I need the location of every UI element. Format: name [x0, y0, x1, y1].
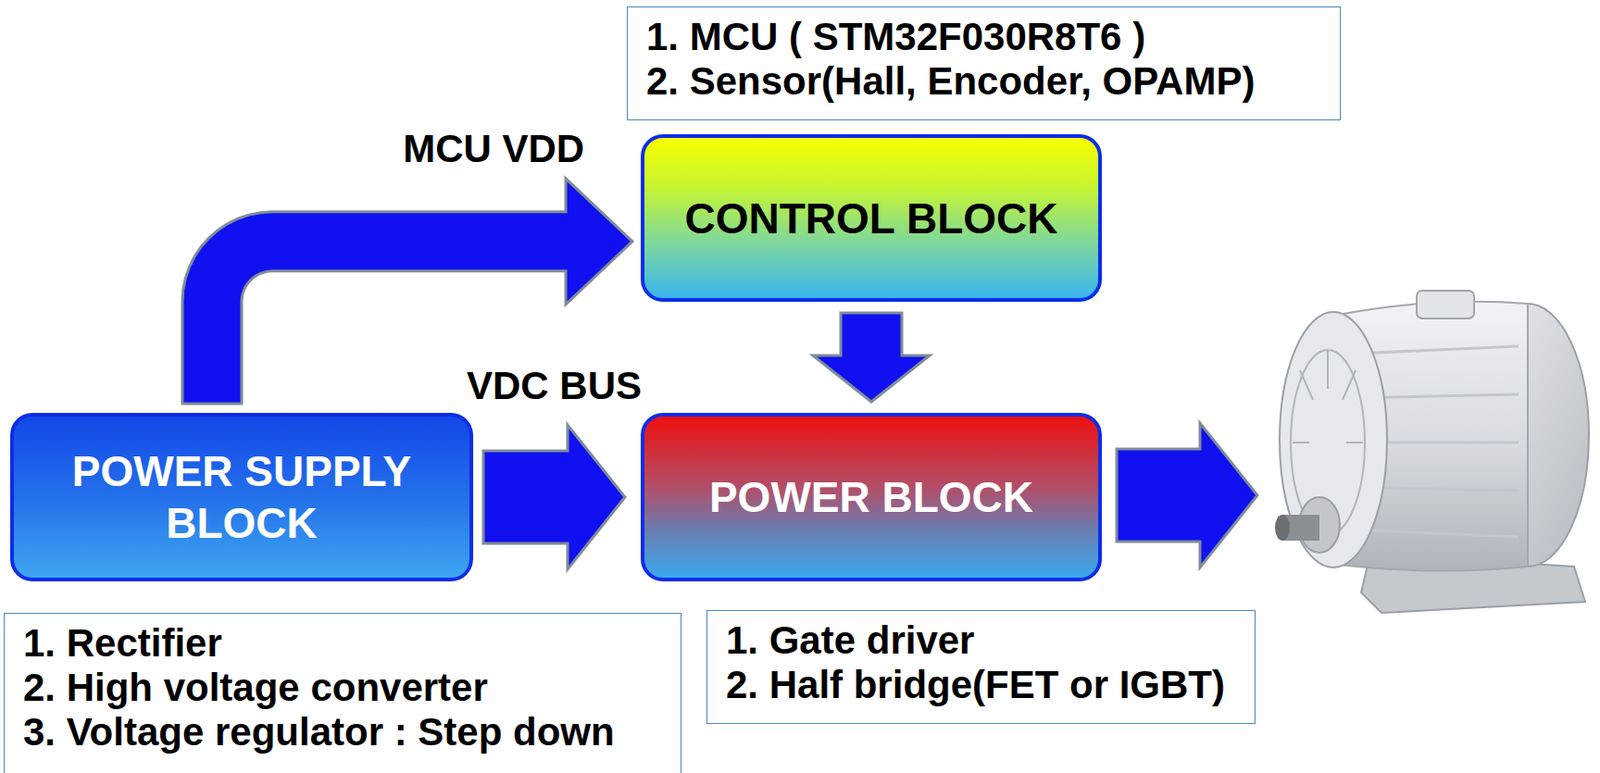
motor-flange-ribs — [1292, 350, 1363, 443]
power-block: POWER BLOCK — [640, 412, 1102, 582]
block-title: POWER SUPPLY BLOCK — [32, 445, 451, 550]
spec-list-box: 1. Rectifier2. High voltage converter3. … — [3, 612, 682, 773]
edge-label: VDC BUS — [462, 363, 646, 409]
block-title: CONTROL BLOCK — [685, 192, 1059, 245]
list-item-text: 2. Half bridge(FET or IGBT) — [725, 662, 1225, 708]
block-arrow — [812, 312, 930, 402]
list-item-text: 1. Gate driver — [725, 618, 975, 663]
list-item-text: 1. Rectifier — [23, 621, 223, 666]
edge-label: MCU VDD — [399, 126, 588, 172]
power-supply-block: POWER SUPPLY BLOCK — [10, 412, 474, 582]
output-arrow — [1116, 423, 1258, 568]
spec-list-box: 1. MCU ( STM32F030R8T6 )2. Sensor(Hall, … — [626, 6, 1341, 121]
block-title: POWER BLOCK — [709, 471, 1034, 524]
motor-illustration — [1275, 290, 1589, 613]
block-arrow — [483, 425, 625, 570]
control-block: CONTROL BLOCK — [640, 134, 1102, 302]
motor-terminal-box — [1416, 290, 1475, 319]
list-item-text: 1. MCU ( STM32F030R8T6 ) — [646, 14, 1146, 60]
list-item-text: 2. Sensor(Hall, Encoder, OPAMP) — [646, 59, 1255, 104]
list-item-text: 2. High voltage converter — [23, 665, 488, 711]
list-item-text: 3. Voltage regulator : Step down — [23, 710, 615, 755]
motor-front-flange — [1279, 312, 1388, 568]
spec-list-box: 1. Gate driver2. Half bridge(FET or IGBT… — [706, 610, 1256, 725]
motor-shaft-end — [1275, 514, 1290, 541]
